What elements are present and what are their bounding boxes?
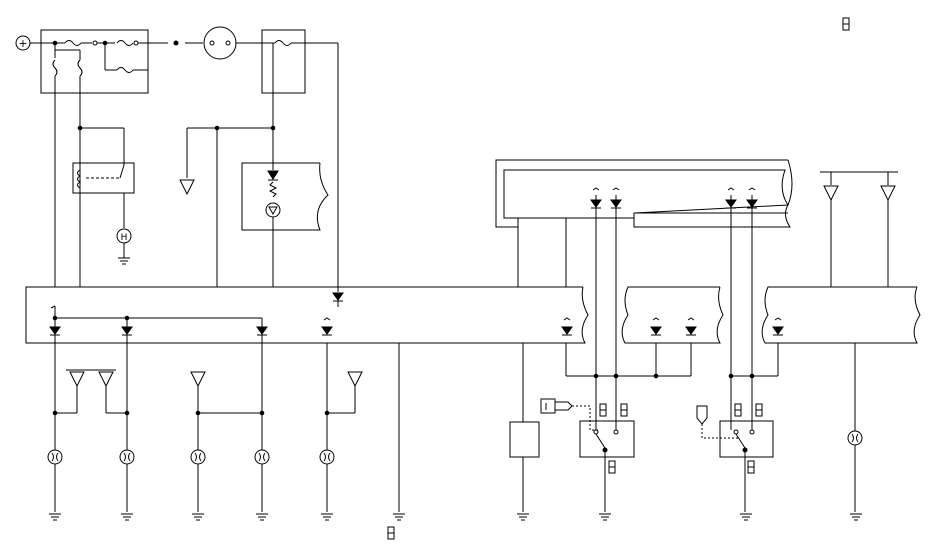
ground-6 — [393, 513, 405, 521]
module-diode-4 — [321, 326, 333, 335]
fuse-2 — [116, 40, 134, 46]
ground-2 — [121, 513, 133, 521]
antenna-right-1 — [823, 185, 839, 202]
fuse-6 — [274, 40, 292, 46]
combination-switch-inner — [633, 204, 791, 228]
switch-1 — [579, 420, 635, 458]
module-middle — [621, 286, 724, 344]
module-left — [25, 286, 589, 344]
control-module-bar — [25, 286, 921, 344]
module-diode-8 — [772, 326, 784, 335]
module-diode-7 — [685, 326, 697, 335]
ground-8 — [599, 513, 611, 521]
ground-5 — [321, 513, 333, 521]
fuse-4 — [77, 59, 83, 77]
horn-and-relay-section: H — [54, 93, 329, 287]
module-diode-2 — [121, 326, 133, 335]
ground-9 — [740, 513, 752, 521]
ground-4 — [256, 513, 268, 521]
ground-symbols — [49, 513, 862, 540]
battery-symbol: + — [18, 37, 27, 50]
ground-7 — [517, 513, 529, 521]
lamp-2 — [119, 449, 135, 465]
fuse-box-main — [40, 29, 149, 94]
blank-component — [509, 421, 540, 458]
switch-2 — [719, 420, 774, 458]
antenna-left-top — [179, 179, 195, 196]
fuse-5 — [116, 67, 134, 73]
module-diode-3 — [256, 326, 268, 335]
lamp-4 — [254, 449, 270, 465]
antenna-lower-2 — [98, 371, 114, 388]
indicator-module — [241, 162, 329, 231]
right-antenna-group — [820, 17, 898, 287]
battery-and-fuse-section: + — [15, 26, 339, 292]
module-left-internals — [49, 305, 784, 343]
module-diode-5 — [561, 326, 573, 335]
sensor-pin — [696, 405, 708, 425]
antenna-lower-3 — [190, 371, 206, 388]
antenna-right-2 — [880, 185, 896, 202]
antenna-lower-1 — [69, 371, 85, 388]
horn-symbol: H — [121, 233, 128, 243]
lamp-circuits-left — [47, 343, 524, 512]
horn-relay — [72, 162, 135, 194]
fuse-1 — [64, 40, 82, 46]
antenna-lower-4 — [347, 371, 363, 388]
ground-10 — [850, 513, 862, 521]
ground-1 — [49, 513, 61, 521]
fuse-box-secondary — [261, 29, 306, 94]
ignition-key — [540, 398, 556, 414]
module-diode-1 — [49, 326, 61, 335]
lamp-1 — [47, 449, 63, 465]
lamp-6 — [847, 430, 863, 446]
fuse-3 — [52, 59, 58, 77]
module-diode-6 — [650, 326, 662, 335]
combination-switch-outer — [495, 159, 789, 228]
ground-3 — [192, 513, 204, 521]
module-diode-top — [332, 292, 344, 301]
lamp-3 — [190, 449, 206, 465]
switch-section — [509, 343, 863, 512]
flasher-unit — [203, 26, 237, 60]
lamp-5 — [319, 449, 335, 465]
indicator-diode — [267, 170, 279, 180]
combination-switch-module — [495, 159, 793, 378]
module-right — [761, 286, 921, 344]
